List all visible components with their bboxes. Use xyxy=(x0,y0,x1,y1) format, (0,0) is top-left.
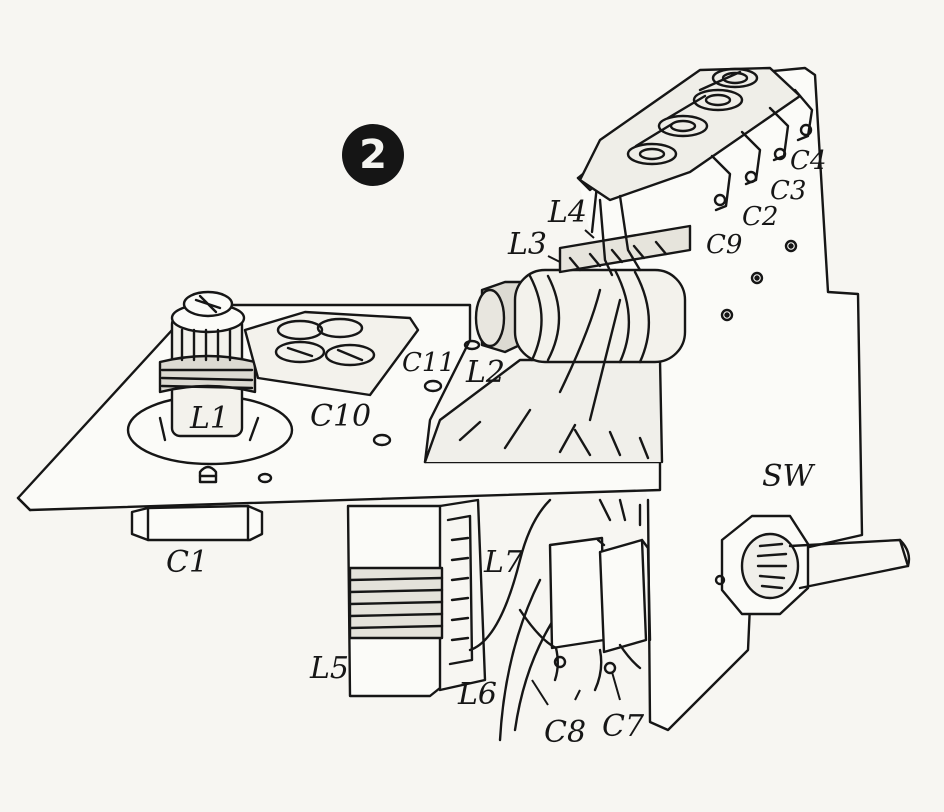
label-c4: C4 xyxy=(790,146,827,176)
label-l7: L7 xyxy=(484,545,524,580)
label-c2: C2 xyxy=(742,202,779,232)
label-c9: C9 xyxy=(706,230,743,260)
label-sw: SW xyxy=(762,459,814,494)
label-l1: L1 xyxy=(190,401,230,436)
label-c10: C10 xyxy=(310,399,372,434)
label-l2: L2 xyxy=(466,355,506,390)
l1-coil-assembly xyxy=(126,290,294,466)
label-l3: L3 xyxy=(508,227,548,262)
label-c7: C7 xyxy=(602,709,645,744)
label-c11: C11 xyxy=(402,348,455,378)
l3-l4-coil-assembly xyxy=(474,194,692,422)
capacitor-c1 xyxy=(130,504,264,542)
label-c8: C8 xyxy=(544,715,587,750)
trimmer-strip xyxy=(578,66,814,212)
label-c1: C1 xyxy=(166,545,209,580)
figure-number-badge: 2 xyxy=(342,124,404,186)
label-l5: L5 xyxy=(310,651,350,686)
label-c3: C3 xyxy=(770,176,807,206)
switch-sw xyxy=(714,514,911,616)
transformer-l5-l6-l7 xyxy=(346,498,562,742)
label-l4: L4 xyxy=(548,195,588,230)
label-l6: L6 xyxy=(458,677,498,712)
capacitors-c7-c8 xyxy=(518,428,652,692)
c10-c11-trimmer-block xyxy=(243,310,420,397)
